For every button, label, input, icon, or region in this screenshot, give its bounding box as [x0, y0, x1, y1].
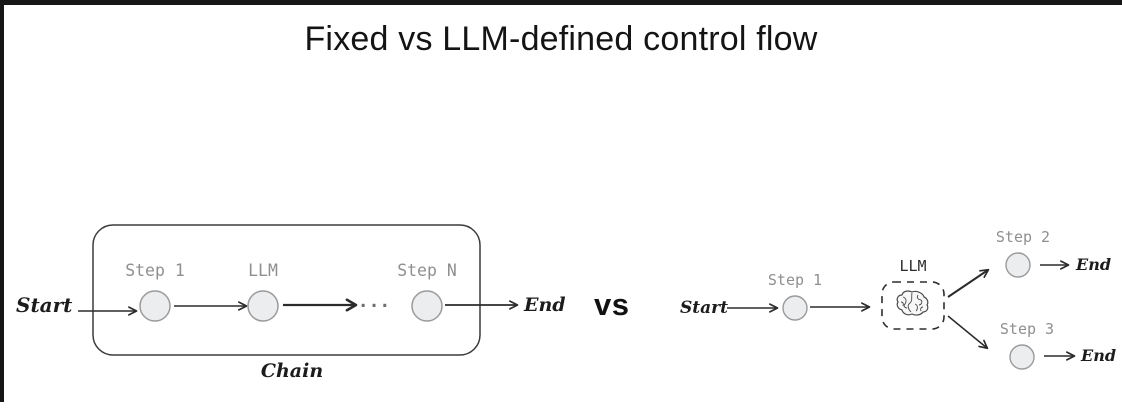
chain-label: Chain [260, 360, 324, 382]
node-llm-left [247, 290, 279, 322]
node-step1-right [782, 295, 808, 321]
ellipsis-label: ... [357, 291, 391, 312]
end-label-step2: End [1076, 255, 1112, 274]
llm-label-right: LLM [899, 257, 927, 275]
top-frame-band [0, 0, 1122, 5]
node-stepN-left [411, 290, 443, 322]
step1-label-right: Step 1 [767, 271, 823, 289]
chain-container-box [92, 224, 481, 356]
brain-icon [896, 290, 929, 316]
llm-label-left: LLM [248, 261, 278, 280]
start-label-right: Start [680, 298, 728, 318]
vs-label: vs [594, 287, 630, 322]
step2-label: Step 2 [995, 228, 1051, 246]
node-step1-left [139, 290, 171, 322]
start-label-left: Start [16, 293, 73, 317]
end-label-step3: End [1081, 346, 1117, 365]
step3-label: Step 3 [999, 320, 1055, 338]
node-step3 [1009, 344, 1035, 370]
end-label-left: End [524, 294, 566, 316]
arrow-llm-to-step2 [947, 268, 990, 298]
llm-decision-box [881, 281, 945, 330]
step1-label-left: Step 1 [125, 261, 185, 280]
node-step2 [1005, 252, 1031, 278]
stepN-label-left: Step N [397, 261, 457, 280]
page-title: Fixed vs LLM-defined control flow [304, 20, 818, 58]
arrow-llm-to-step3 [947, 315, 989, 350]
left-frame-band [0, 0, 4, 402]
